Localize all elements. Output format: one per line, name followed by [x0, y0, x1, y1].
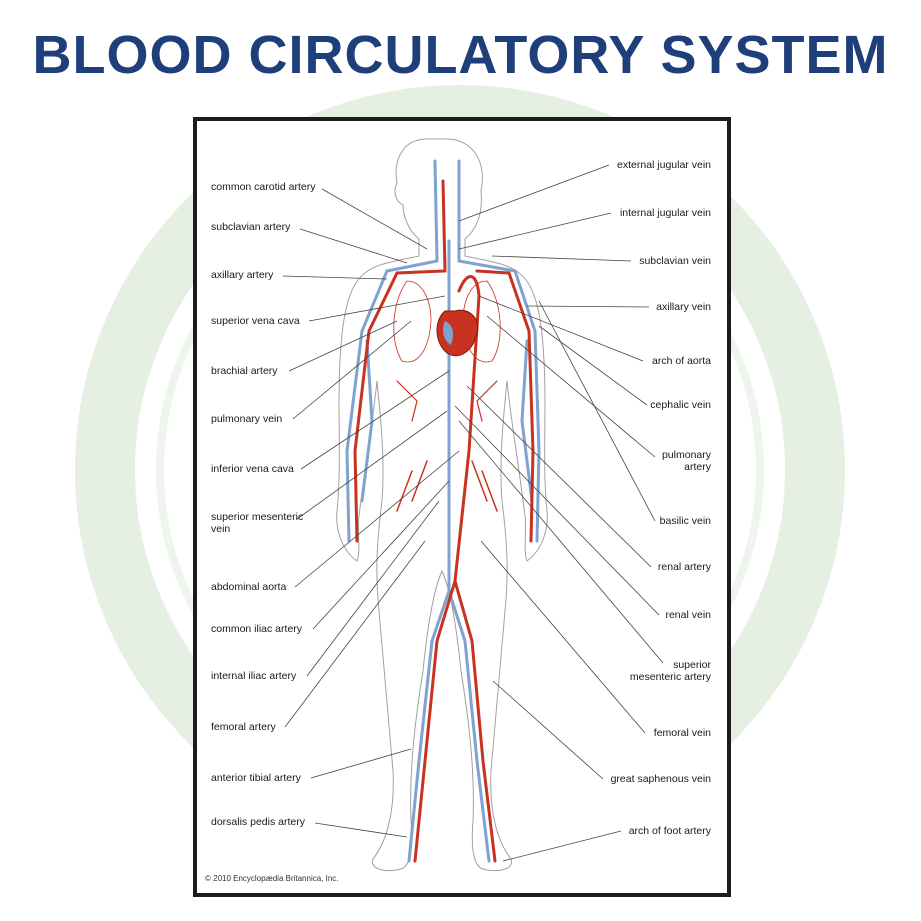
label-subclavian-vein: subclavian vein — [639, 255, 711, 267]
copyright-notice: © 2010 Encyclopædia Britannica, Inc. — [205, 874, 339, 883]
label-pulmonary-artery: pulmonary artery — [661, 449, 711, 473]
label-axillary-artery: axillary artery — [211, 269, 274, 281]
label-femoral-vein: femoral vein — [653, 727, 711, 739]
label-external-jugular-vein: external jugular vein — [617, 159, 711, 171]
label-anterior-tibial-artery: anterior tibial artery — [211, 772, 301, 784]
label-inferior-vena-cava: inferior vena cava — [211, 463, 294, 475]
heart — [436, 309, 479, 357]
label-femoral-artery: femoral artery — [211, 721, 276, 733]
label-internal-jugular-vein: internal jugular vein — [619, 207, 711, 219]
diagram-poster: common carotid artery subclavian artery … — [193, 117, 731, 897]
body-outline — [336, 138, 548, 872]
label-common-carotid-artery: common carotid artery — [211, 181, 316, 193]
label-abdominal-aorta: abdominal aorta — [211, 581, 287, 593]
label-superior-mesenteric-vein: superior mesenteric vein — [211, 511, 304, 535]
label-renal-vein: renal vein — [665, 609, 711, 621]
label-internal-iliac-artery: internal iliac artery — [211, 670, 297, 682]
label-great-saphenous-vein: great saphenous vein — [610, 773, 711, 785]
circulatory-diagram — [282, 138, 664, 872]
label-renal-artery: renal artery — [657, 561, 711, 573]
label-arch-of-aorta: arch of aorta — [652, 355, 711, 367]
label-superior-mesenteric-artery: superior mesenteric artery — [629, 659, 711, 683]
label-common-iliac-artery: common iliac artery — [211, 623, 303, 635]
label-dorsalis-pedis-artery: dorsalis pedis artery — [211, 816, 305, 828]
page-title: BLOOD CIRCULATORY SYSTEM — [32, 25, 889, 85]
label-basilic-vein: basilic vein — [659, 515, 711, 527]
artery-network — [353, 179, 535, 863]
label-subclavian-artery: subclavian artery — [211, 221, 291, 233]
label-superior-vena-cava: superior vena cava — [211, 315, 300, 327]
label-cephalic-vein: cephalic vein — [650, 399, 711, 411]
leader-lines-left — [282, 188, 460, 838]
vein-network — [345, 159, 541, 863]
label-axillary-vein: axillary vein — [656, 301, 711, 313]
leader-lines-right — [454, 164, 664, 862]
label-brachial-artery: brachial artery — [211, 365, 278, 377]
label-arch-of-foot-artery: arch of foot artery — [628, 825, 711, 837]
label-pulmonary-vein: pulmonary vein — [211, 413, 283, 425]
lungs — [393, 280, 501, 363]
